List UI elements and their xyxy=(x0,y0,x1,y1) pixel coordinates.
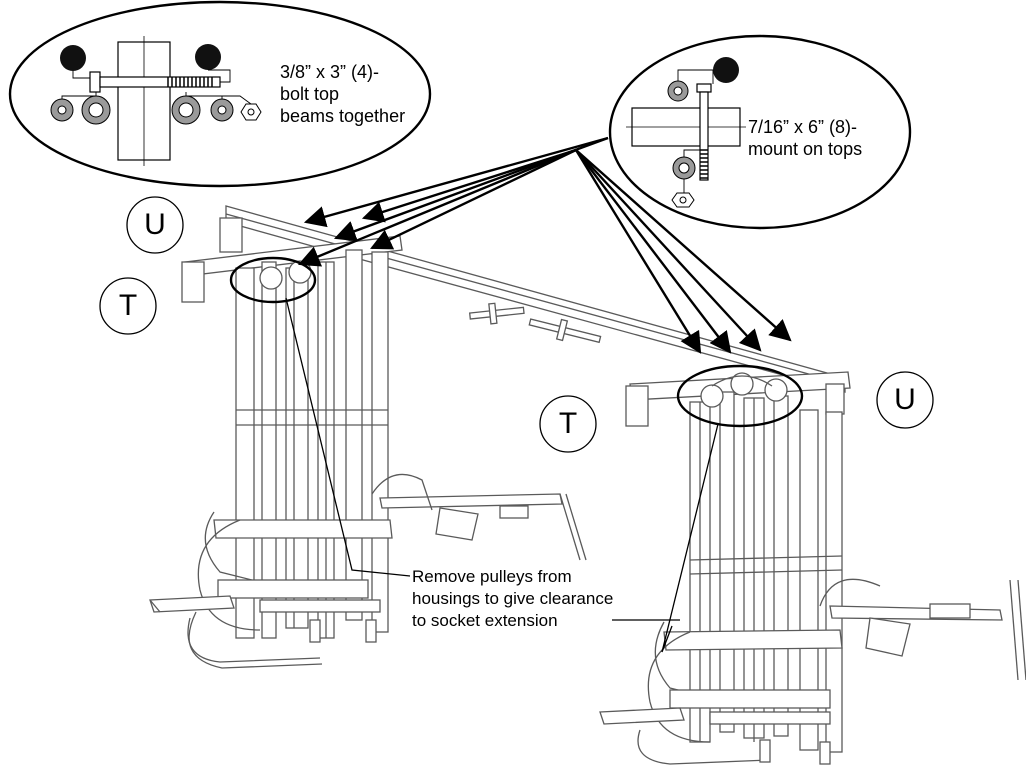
note-line-3: to socket extension xyxy=(412,611,558,631)
part-label-u-left: U xyxy=(144,208,166,241)
note-leaders xyxy=(285,297,719,653)
note-line-1: Remove pulleys from xyxy=(412,567,572,587)
u-right-badge xyxy=(876,371,934,429)
spec-top-right-line-2: mount on tops xyxy=(748,139,863,159)
part-label-t-left: T xyxy=(118,289,138,322)
bolt-detail-top-left xyxy=(8,0,432,188)
pointer-arrows xyxy=(298,136,792,354)
spec-top-left-line-2: bolt top xyxy=(280,84,340,104)
left-pulley-highlight xyxy=(229,256,317,304)
spec-top-left-line-1: 3/8” x 3” (4)- xyxy=(280,62,380,82)
spec-top-right-line-1: 7/16” x 6” (8)- xyxy=(748,117,858,137)
left-end-plate xyxy=(181,261,205,303)
bolt-detail-top-right xyxy=(608,34,912,230)
part-label-u-right: U xyxy=(894,383,916,416)
right-pulley-highlight xyxy=(676,364,804,428)
spec-top-left-line-3: beams together xyxy=(280,106,406,126)
part-label-t-right: T xyxy=(558,407,578,440)
t-right-badge xyxy=(539,395,597,453)
u-left-badge xyxy=(126,196,184,254)
t-left-badge xyxy=(99,277,157,335)
right-station xyxy=(599,371,1026,765)
note-line-2: housings to give clearance xyxy=(412,589,614,609)
